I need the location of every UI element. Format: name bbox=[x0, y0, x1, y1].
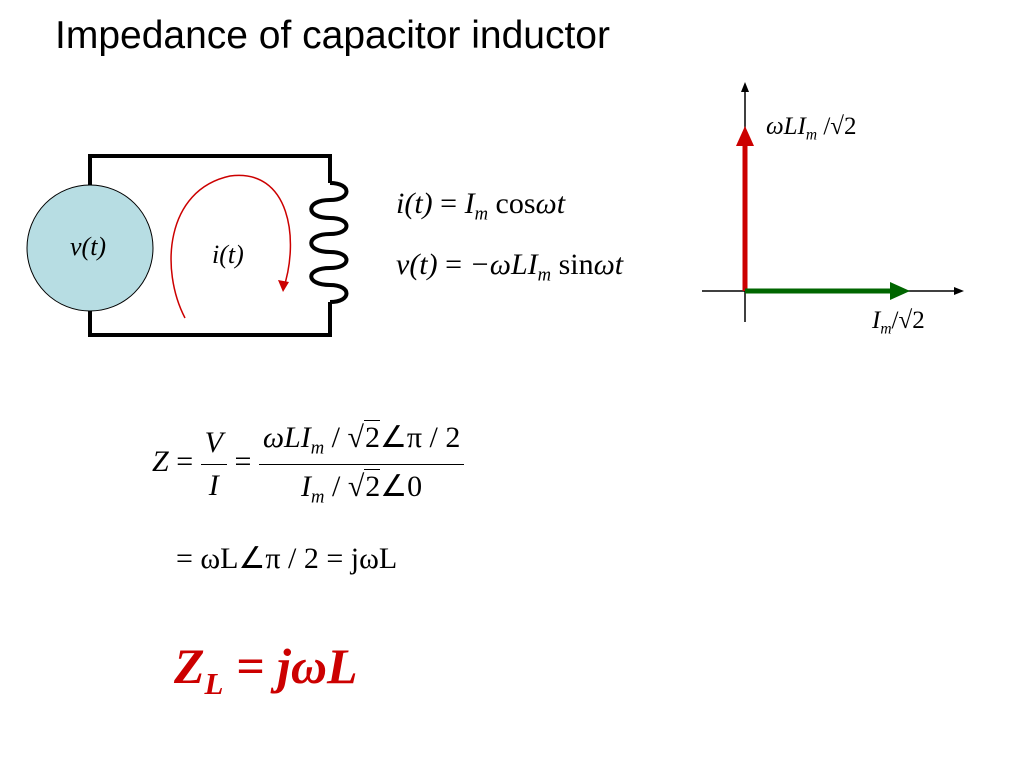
impedance-eq2: = bbox=[234, 444, 252, 478]
impedance-frac2-num-slash: / bbox=[331, 421, 340, 454]
impedance-derivation: Z = V I = ωLIm / √2∠π / 2 Im / √2∠0 bbox=[152, 420, 465, 508]
voltage-eq-lhs: v(t) bbox=[396, 248, 438, 281]
current-phasor-head bbox=[890, 282, 910, 300]
impedance-frac1-num: V bbox=[200, 426, 227, 465]
voltage-eq-prefix: −ωLI bbox=[469, 248, 538, 281]
voltage-phasor-label-main: ωLI bbox=[766, 113, 806, 140]
current-eq-symbol: I bbox=[464, 187, 475, 220]
current-phasor-label: Im/√2 bbox=[872, 307, 925, 338]
voltage-phasor-label: ωLIm /√2 bbox=[766, 113, 857, 144]
impedance-result: ZL = jωL bbox=[174, 637, 358, 702]
voltage-source bbox=[26, 184, 154, 312]
impedance-line2: = ωL∠π / 2 = jωL bbox=[176, 542, 398, 575]
voltage-eq-sub: m bbox=[537, 264, 552, 286]
impedance-result-sub: L bbox=[204, 665, 224, 701]
impedance-result-rhs: = jωL bbox=[223, 638, 358, 694]
current-eq-sub: m bbox=[474, 203, 489, 225]
impedance-frac2: ωLIm / √2∠π / 2 Im / √2∠0 bbox=[258, 420, 465, 508]
voltage-eq-arg: ωt bbox=[593, 248, 624, 281]
impedance-eq1: = bbox=[176, 444, 194, 478]
impedance-result-main: Z bbox=[174, 638, 205, 694]
current-eq-lhs: i(t) bbox=[396, 187, 433, 220]
current-phasor-label-main: I bbox=[872, 307, 881, 334]
current-equation: i(t) = Im cosωt bbox=[396, 187, 566, 225]
current-arrowhead bbox=[278, 280, 289, 292]
impedance-frac1: V I bbox=[200, 426, 227, 503]
impedance-frac2-den-slash: / bbox=[331, 469, 341, 503]
impedance-frac2-den-angle: ∠0 bbox=[380, 469, 423, 503]
phasor-horizontal-axis-head bbox=[954, 287, 964, 295]
impedance-frac2-num-main: ωLI bbox=[262, 421, 311, 454]
impedance-frac1-den: I bbox=[208, 468, 219, 502]
voltage-phasor-label-tail: /√2 bbox=[823, 113, 857, 140]
phasor-vertical-axis-head bbox=[741, 82, 749, 92]
impedance-frac2-num-sub: m bbox=[310, 437, 325, 459]
current-phasor-label-tail: /√2 bbox=[891, 307, 925, 334]
impedance-frac2-num-root: 2 bbox=[363, 420, 380, 454]
impedance-frac2-num: ωLIm / √2∠π / 2 bbox=[258, 420, 465, 465]
circuit-wires bbox=[88, 154, 332, 337]
voltage-eq-func: sin bbox=[558, 248, 594, 281]
voltage-phasor-label-sub: m bbox=[805, 126, 818, 144]
current-eq-func: cos bbox=[495, 187, 536, 220]
impedance-frac2-den-root: 2 bbox=[364, 468, 381, 503]
current-label: i(t) bbox=[212, 240, 244, 269]
impedance-frac2-den: Im / √2∠0 bbox=[301, 468, 423, 507]
impedance-z: Z bbox=[152, 444, 169, 478]
impedance-frac2-den-sub: m bbox=[311, 486, 325, 507]
voltage-phasor-head bbox=[736, 126, 754, 146]
current-eq-arg: ωt bbox=[535, 187, 566, 220]
impedance-frac2-den-main: I bbox=[301, 469, 312, 503]
impedance-frac2-num-angle: ∠π / 2 bbox=[379, 421, 461, 454]
voltage-equation: v(t) = −ωLIm sinωt bbox=[396, 248, 624, 286]
inductor-coil bbox=[309, 181, 349, 304]
current-arrow bbox=[170, 174, 292, 319]
slide-title: Impedance of capacitor inductor bbox=[55, 14, 610, 57]
current-phasor-label-sub: m bbox=[880, 320, 892, 338]
source-label: v(t) bbox=[70, 232, 107, 261]
